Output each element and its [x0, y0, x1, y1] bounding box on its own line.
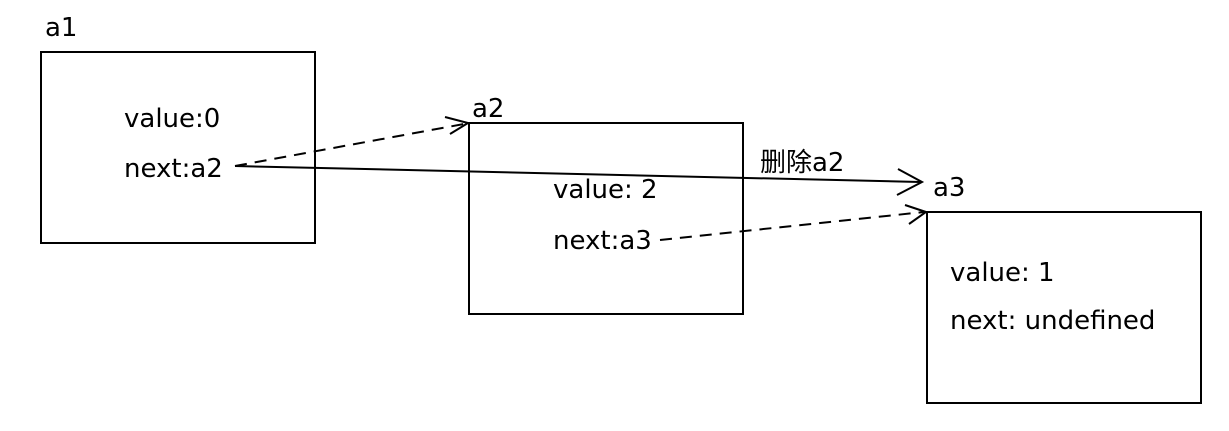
dashed-arrow-a2-to-a3	[659, 211, 925, 241]
arrowhead-a1-to-a2	[444, 116, 471, 135]
node-a3-next: next: undefined	[950, 306, 1156, 336]
node-a1-value: value:0	[124, 104, 221, 134]
node-a2-value: value: 2	[553, 175, 658, 205]
arrowhead-a2-to-a3	[904, 204, 929, 225]
dashed-arrow-a1-to-a2	[234, 123, 465, 167]
node-a3-name: a3	[933, 173, 966, 203]
node-a1-box	[40, 51, 316, 244]
node-a3-value: value: 1	[950, 258, 1055, 288]
node-a1-next: next:a2	[124, 154, 223, 184]
delete-a2-label: 删除a2	[760, 148, 845, 178]
node-a2-box	[468, 122, 744, 315]
node-a1-name: a1	[45, 13, 78, 43]
solid-arrow-a1-to-a3	[234, 165, 921, 183]
node-a2-next: next:a3	[553, 226, 652, 256]
node-a3-box	[926, 211, 1202, 404]
arrowhead-a1-to-a3	[896, 168, 925, 196]
node-a2-name: a2	[472, 94, 505, 124]
